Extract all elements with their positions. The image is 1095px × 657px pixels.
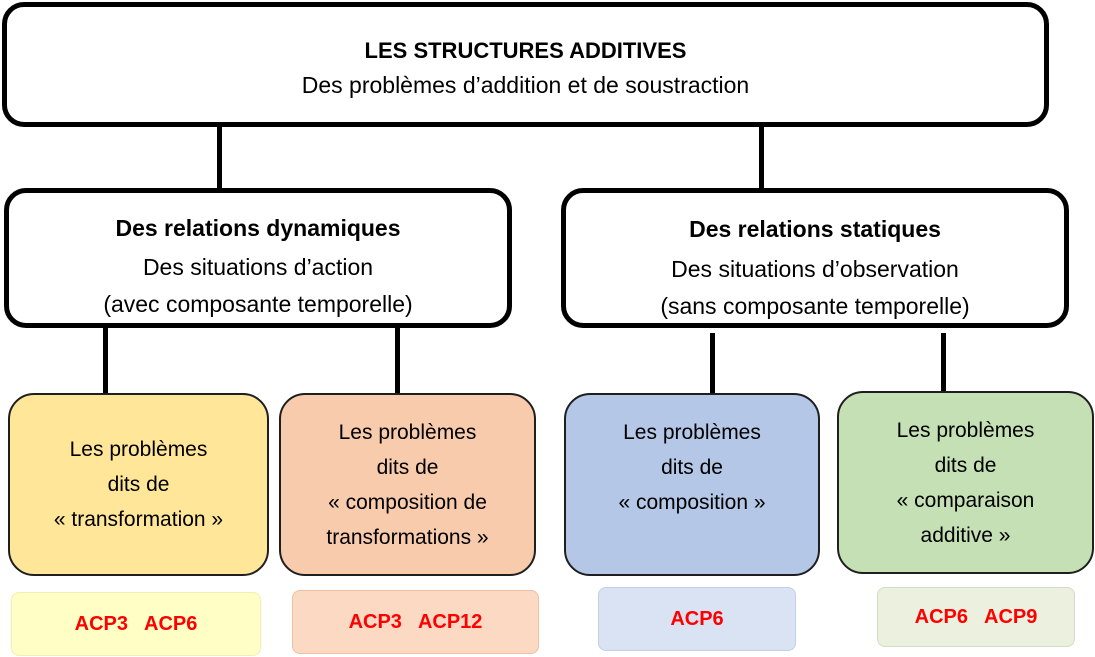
leaf-line: dits de — [661, 456, 723, 479]
static-title: Des relations statiques — [689, 216, 941, 242]
dynamic-title: Des relations dynamiques — [115, 215, 401, 241]
leaf-line: « composition de — [328, 490, 487, 514]
leaf-line: « transformation » — [53, 508, 224, 531]
code-label: ACP12 — [417, 610, 483, 633]
connector-root-static — [759, 124, 764, 188]
leaf-line: additive » — [920, 523, 1011, 547]
code-label: ACP6 — [670, 607, 724, 630]
connector-root-dynamic — [217, 127, 222, 188]
connector-dynamic-transformation — [103, 328, 108, 393]
code-box-transformation: ACP3 ACP6 — [11, 592, 261, 656]
code-label: ACP9 — [984, 605, 1038, 628]
leaf-line: « comparaison — [896, 488, 1035, 512]
leaf-line: Les problèmes — [896, 418, 1035, 442]
leaf-composition: Les problèmes dits de « composition » — [564, 393, 820, 576]
code-box-composition: ACP6 — [598, 587, 796, 651]
connector-static-comparaison — [941, 333, 946, 393]
root-subtitle: Des problèmes d’addition et de soustract… — [301, 72, 750, 98]
connector-static-composition — [710, 333, 715, 393]
leaf-transformation: Les problèmes dits de « transformation » — [8, 393, 269, 576]
leaf-line: « composition » — [618, 491, 766, 514]
static-relations-node: Des relations statiques Des situations d… — [561, 188, 1069, 328]
code-label: ACP3 — [348, 610, 402, 633]
static-line1: Des situations d’observation — [671, 256, 959, 282]
leaf-composition-transformations: Les problèmes dits de « composition de t… — [279, 393, 536, 576]
leaf-line: Les problèmes — [69, 438, 208, 461]
code-label: ACP6 — [144, 612, 198, 635]
connector-dynamic-composition-transformations — [395, 328, 400, 393]
dynamic-relations-node: Des relations dynamiques Des situations … — [4, 188, 512, 328]
leaf-line: transformations » — [326, 525, 489, 549]
static-line2: (sans composante temporelle) — [660, 293, 970, 319]
dynamic-line1: Des situations d’action — [142, 254, 374, 280]
dynamic-line2: (avec composante temporelle) — [103, 291, 413, 317]
code-box-comparaison-additive: ACP6 ACP9 — [877, 587, 1075, 647]
leaf-line: Les problèmes — [623, 421, 761, 444]
leaf-line: dits de — [934, 453, 997, 477]
leaf-line: dits de — [376, 455, 439, 479]
leaf-comparaison-additive: Les problèmes dits de « comparaison addi… — [837, 391, 1094, 574]
code-label: ACP3 — [74, 612, 128, 635]
leaf-line: dits de — [107, 473, 170, 496]
root-title: LES STRUCTURES ADDITIVES — [364, 38, 687, 63]
code-label: ACP6 — [914, 605, 968, 628]
leaf-line: Les problèmes — [338, 420, 477, 444]
root-node: LES STRUCTURES ADDITIVES Des problèmes d… — [2, 2, 1049, 127]
code-box-composition-transformations: ACP3 ACP12 — [292, 590, 539, 654]
